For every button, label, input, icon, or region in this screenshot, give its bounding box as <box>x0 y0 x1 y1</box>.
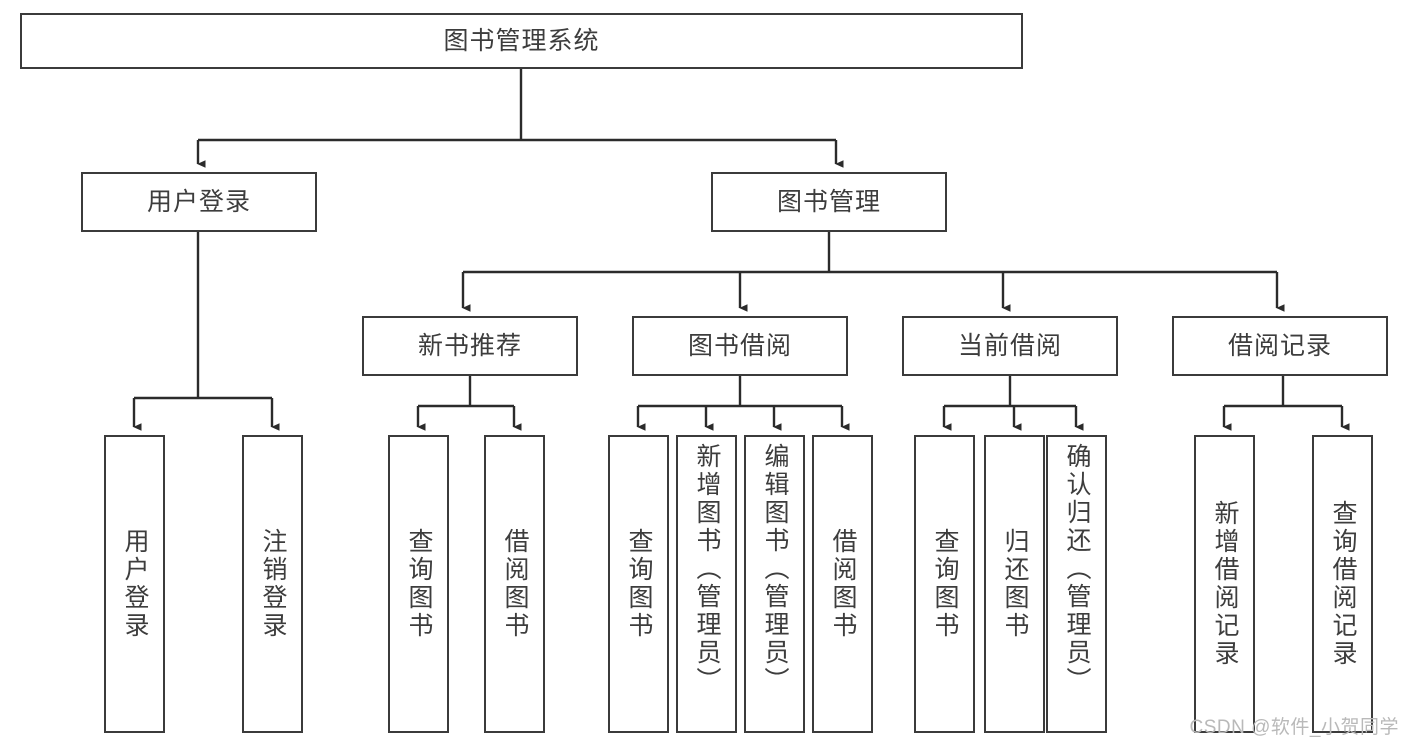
node-book-manage[interactable]: 图书管理 <box>711 172 947 232</box>
node-label: 借阅记录 <box>1227 331 1332 360</box>
leaf-borrow-edit-book[interactable]: 编辑图书（管理员） <box>744 435 805 733</box>
node-label: 图书借阅 <box>687 331 792 360</box>
node-label: 用户登录 <box>121 528 149 640</box>
node-book-borrow[interactable]: 图书借阅 <box>632 316 848 376</box>
node-user-login[interactable]: 用户登录 <box>81 172 317 232</box>
node-new-book-rec[interactable]: 新书推荐 <box>362 316 578 376</box>
leaf-user-login[interactable]: 用户登录 <box>104 435 165 733</box>
node-label: 借阅图书 <box>501 528 529 640</box>
node-label: 用户登录 <box>146 187 251 216</box>
leaf-rec-query-record[interactable]: 查询借阅记录 <box>1312 435 1373 733</box>
csdn-watermark: CSDN @软件_小贺同学 <box>1189 717 1399 738</box>
node-label: 新书推荐 <box>417 331 522 360</box>
leaf-cur-return-book[interactable]: 归还图书 <box>984 435 1045 733</box>
node-borrow-record[interactable]: 借阅记录 <box>1172 316 1388 376</box>
node-root-system[interactable]: 图书管理系统 <box>20 13 1023 69</box>
leaf-borrow-add-book[interactable]: 新增图书（管理员） <box>676 435 737 733</box>
node-label: 查询图书 <box>625 528 653 640</box>
node-label: 编辑图书（管理员） <box>761 443 789 695</box>
node-label: 当前借阅 <box>957 331 1062 360</box>
node-label: 归还图书 <box>1001 528 1029 640</box>
leaf-rec-borrow-book[interactable]: 借阅图书 <box>484 435 545 733</box>
leaf-cur-confirm-return[interactable]: 确认归还（管理员） <box>1046 435 1107 733</box>
leaf-borrow-query-book[interactable]: 查询图书 <box>608 435 669 733</box>
node-label: 查询借阅记录 <box>1329 500 1357 668</box>
node-label: 确认归还（管理员） <box>1063 443 1091 695</box>
node-label: 新增借阅记录 <box>1211 500 1239 668</box>
node-label: 新增图书（管理员） <box>693 443 721 695</box>
node-label: 查询图书 <box>931 528 959 640</box>
leaf-user-logout[interactable]: 注销登录 <box>242 435 303 733</box>
leaf-borrow-borrow-book[interactable]: 借阅图书 <box>812 435 873 733</box>
node-label: 注销登录 <box>259 528 287 640</box>
leaf-cur-query-book[interactable]: 查询图书 <box>914 435 975 733</box>
node-label: 借阅图书 <box>829 528 857 640</box>
node-label: 图书管理系统 <box>443 26 600 55</box>
leaf-rec-add-record[interactable]: 新增借阅记录 <box>1194 435 1255 733</box>
node-current-borrow[interactable]: 当前借阅 <box>902 316 1118 376</box>
node-label: 查询图书 <box>405 528 433 640</box>
leaf-rec-query-book[interactable]: 查询图书 <box>388 435 449 733</box>
node-label: 图书管理 <box>776 187 881 216</box>
